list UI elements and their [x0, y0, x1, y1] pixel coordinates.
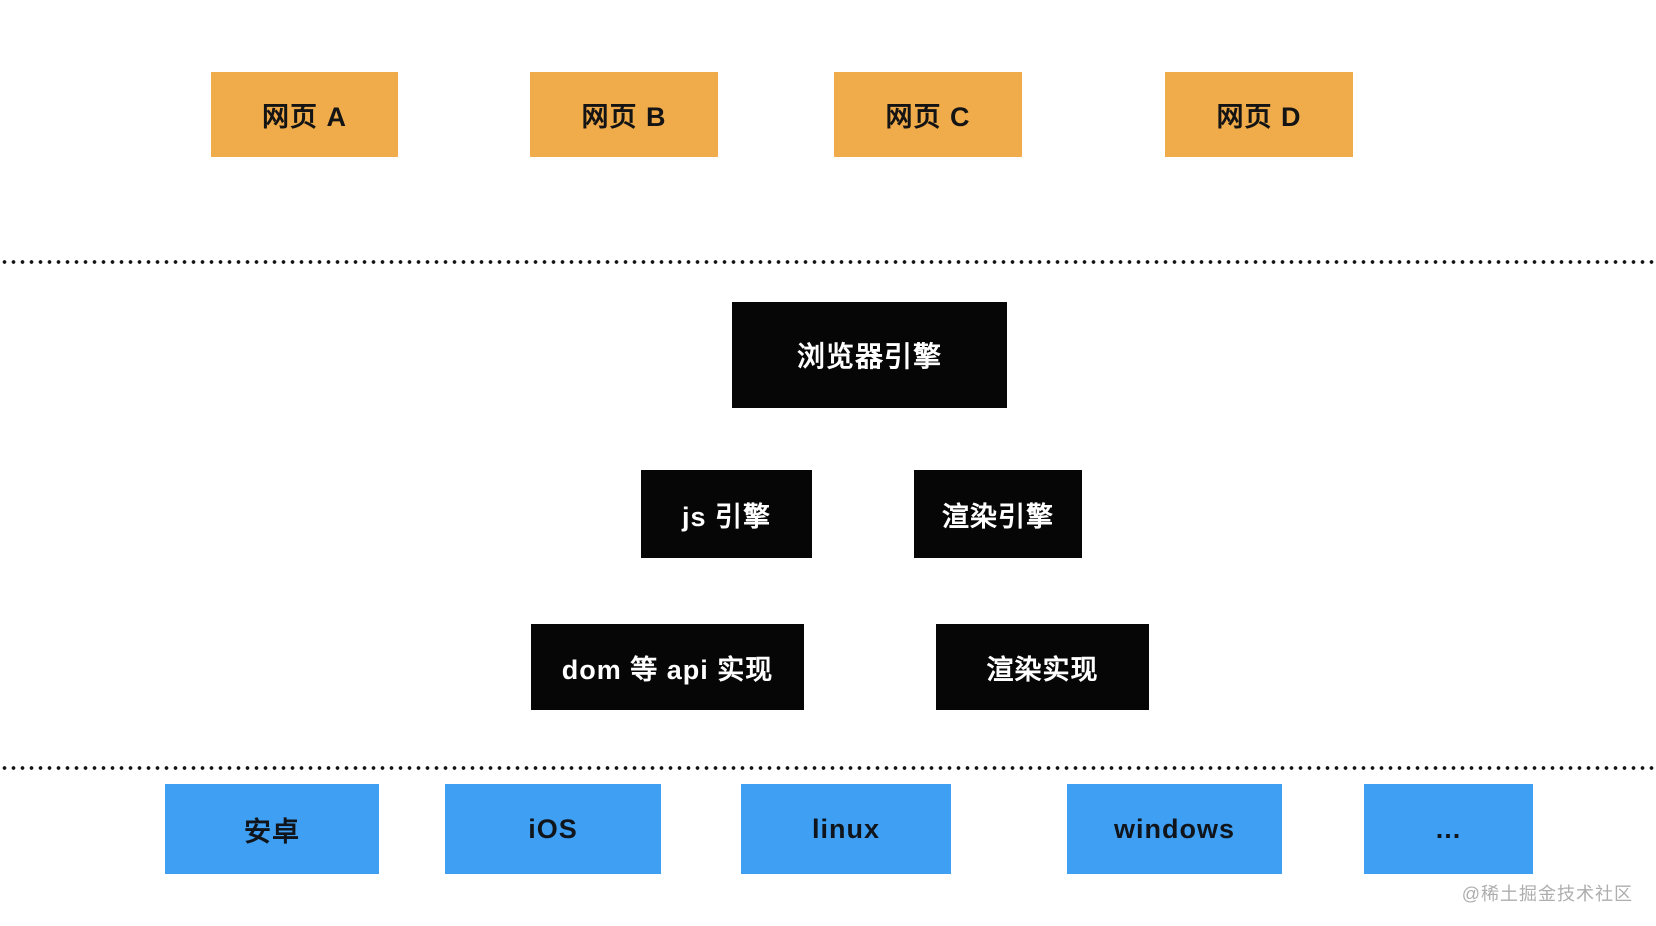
platform-ios-box: iOS: [445, 784, 661, 874]
webpage-d-box: 网页 D: [1165, 72, 1353, 157]
webpage-a-box: 网页 A: [211, 72, 398, 157]
webpage-b-box: 网页 B: [530, 72, 718, 157]
js-engine-box: js 引擎: [641, 470, 812, 558]
platform-windows-box: windows: [1067, 784, 1282, 874]
render-implementation-box: 渲染实现: [936, 624, 1149, 710]
watermark-text: @稀土掘金技术社区: [1461, 884, 1633, 904]
platform-more-box: ...: [1364, 784, 1533, 874]
separator-dotted-line-bottom: [0, 765, 1656, 771]
render-engine-box: 渲染引擎: [914, 470, 1082, 558]
platform-android-box: 安卓: [165, 784, 379, 874]
browser-engine-box: 浏览器引擎: [732, 302, 1007, 408]
separator-dotted-line-top: [0, 259, 1656, 265]
dom-api-implementation-box: dom 等 api 实现: [531, 624, 804, 710]
webpage-c-box: 网页 C: [834, 72, 1022, 157]
platform-linux-box: linux: [741, 784, 951, 874]
